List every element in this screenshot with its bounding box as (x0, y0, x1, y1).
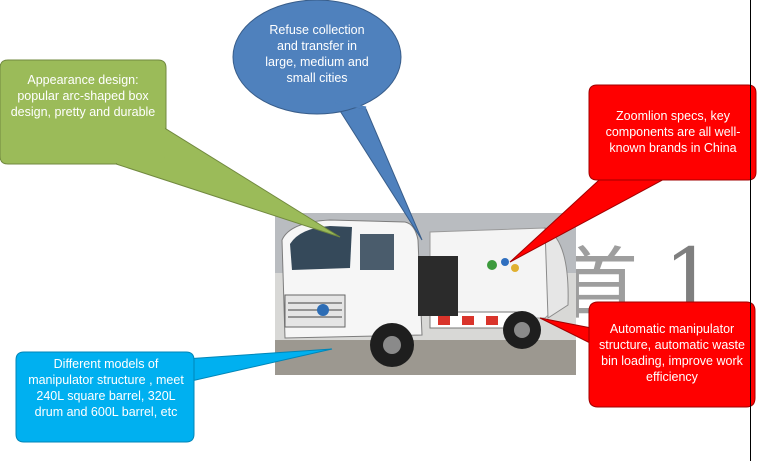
page-edge-line (750, 0, 751, 461)
truck-photo (275, 213, 576, 375)
refuse-text: Refuse collection and transfer in large,… (265, 23, 369, 85)
manipulator-text: Automatic manipulator structure, automat… (599, 322, 745, 384)
zoomlion-callout (509, 84, 757, 263)
refuse-callout (232, 0, 423, 241)
models-callout (15, 348, 333, 443)
manipulator-callout (539, 301, 756, 408)
appearance-text: Appearance design: popular arc-shaped bo… (10, 73, 156, 119)
appearance-callout (0, 59, 341, 238)
models-text: Different models of manipulator structur… (28, 357, 184, 419)
zoomlion-text: Zoomlion specs, key components are all w… (605, 109, 741, 155)
